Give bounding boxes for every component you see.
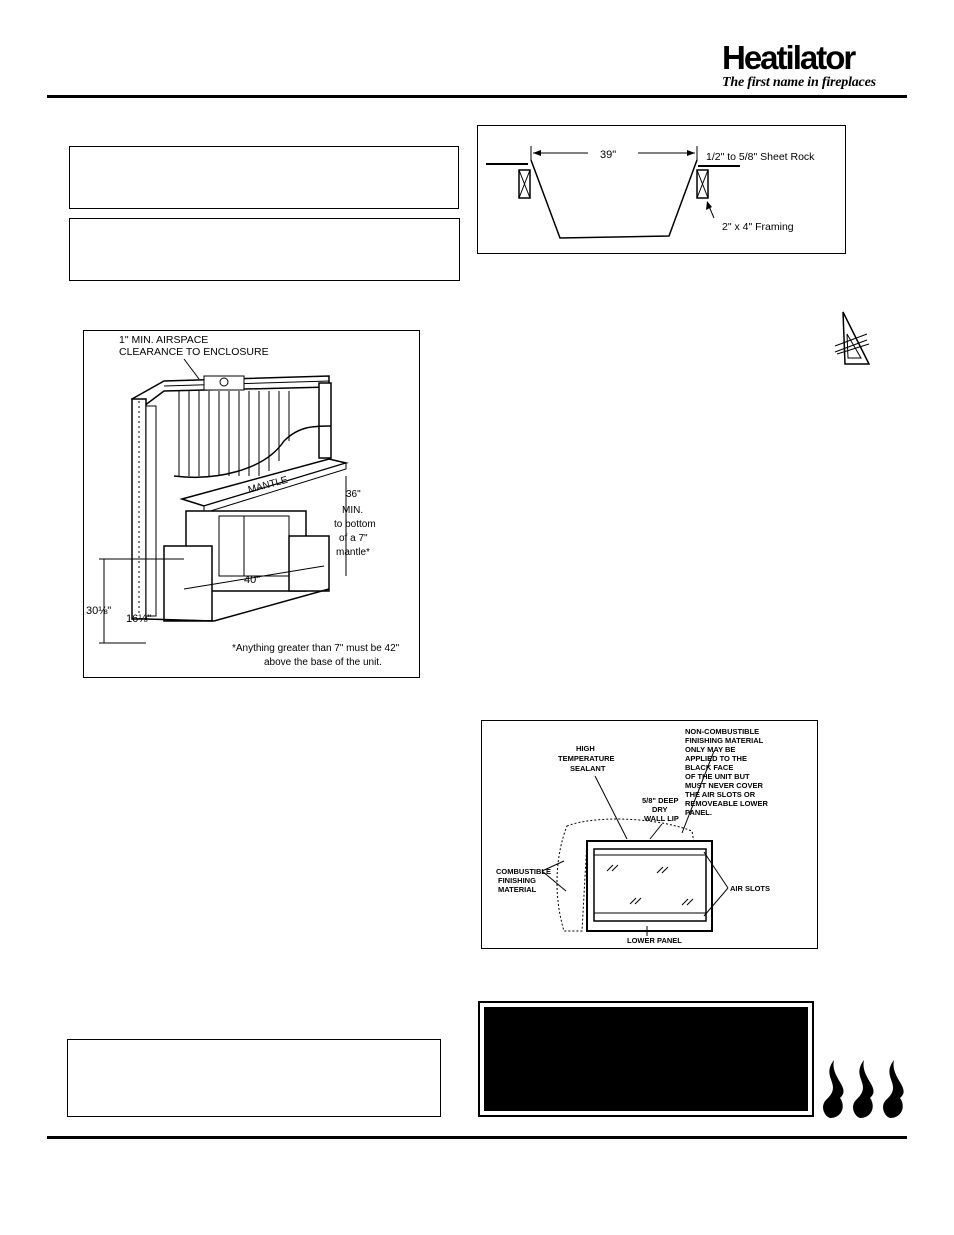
combustible-1: COMBUSTIBLE (496, 867, 551, 876)
height-label: 30⅛" (86, 605, 111, 617)
flames-icon (823, 1060, 904, 1118)
noncomb-5: BLACK FACE (685, 763, 733, 772)
sealant-1: HIGH (576, 744, 595, 753)
drywall-2: DRY (652, 805, 668, 814)
noncomb-10: PANEL. (685, 808, 712, 817)
framing-width-label: 39" (600, 149, 616, 161)
combustible-3: MATERIAL (498, 885, 537, 894)
min-height-1: 36" (346, 489, 361, 500)
noncomb-4: APPLIED TO THE (685, 754, 747, 763)
heatilator-logo: Heatilator (722, 42, 858, 76)
sealant-2: TEMPERATURE (558, 754, 615, 763)
drywall-3: WALL LIP (644, 814, 679, 823)
depth-label: 16⅛" (126, 613, 151, 625)
tagline: The first name in fireplaces (722, 75, 876, 90)
note-box-1 (69, 146, 459, 209)
drywall-1: 5/8" DEEP (642, 796, 679, 805)
callout-fill (484, 1007, 808, 1111)
note-box-3 (67, 1039, 441, 1117)
noncomb-1: NON-COMBUSTIBLE (685, 727, 759, 736)
finishing-figure: HIGH TEMPERATURE SEALANT NON-COMBUSTIBLE… (481, 720, 818, 949)
lower-panel-label: LOWER PANEL (627, 936, 682, 945)
footnote-2: above the base of the unit. (264, 657, 382, 668)
drafting-triangle-icon (834, 311, 871, 365)
noncomb-9: REMOVEABLE LOWER (685, 799, 769, 808)
sealant-3: SEALANT (570, 764, 606, 773)
noncomb-2: FINISHING MATERIAL (685, 736, 764, 745)
airspace-label-1: 1" MIN. AIRSPACE (119, 334, 208, 346)
width-label: 40" (244, 574, 260, 586)
framing-label: 2" x 4" Framing (722, 221, 794, 233)
noncomb-8: THE AIR SLOTS OR (685, 790, 756, 799)
airspace-label-2: CLEARANCE TO ENCLOSURE (119, 346, 269, 358)
min-height-2: MIN. (342, 505, 363, 516)
header-rule (47, 95, 907, 98)
note-box-2 (69, 218, 460, 281)
framing-figure: 39" 1/2" to 5/8" Sheet Rock 2" x 4" Fram… (477, 125, 846, 254)
enclosure-figure: 1" MIN. AIRSPACE CLEARANCE TO ENCLOSURE … (83, 330, 420, 678)
noncomb-3: ONLY MAY BE (685, 745, 735, 754)
sheet-rock-label: 1/2" to 5/8" Sheet Rock (706, 151, 815, 163)
min-height-3: to bottom (334, 519, 376, 530)
footer-rule (47, 1136, 907, 1139)
combustible-2: FINISHING (498, 876, 536, 885)
noncomb-6: OF THE UNIT BUT (685, 772, 750, 781)
noncomb-7: MUST NEVER COVER (685, 781, 764, 790)
airslots-label: AIR SLOTS (730, 884, 770, 893)
brand-wordmark: Heatilator (722, 42, 856, 76)
footnote-1: *Anything greater than 7" must be 42" (232, 643, 400, 654)
callout-box (478, 1001, 814, 1117)
min-height-5: mantle* (336, 547, 370, 558)
min-height-4: of a 7" (339, 533, 368, 544)
